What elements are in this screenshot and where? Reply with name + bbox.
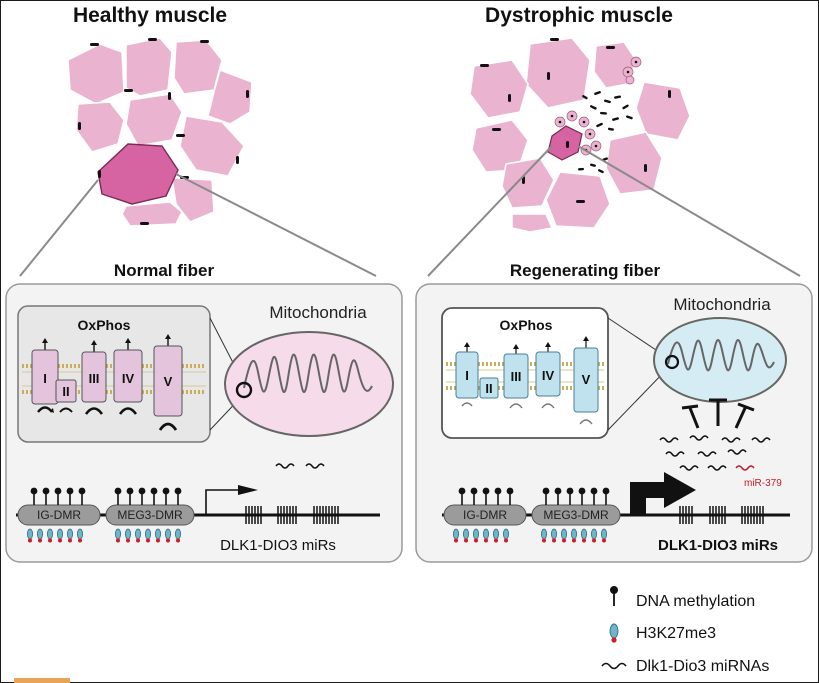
muscle-fiber — [125, 93, 183, 147]
ig-dmr-region — [443, 504, 527, 526]
svg-text:V: V — [164, 374, 173, 389]
healthy-nuclei — [78, 38, 249, 225]
mirna-cluster-bars — [245, 506, 339, 524]
muscle-fiber — [207, 69, 253, 125]
gene-cluster-label: DLK1-DIO3 miRs — [220, 537, 336, 554]
legend-item-h3k27me3: H3K27me3 — [609, 623, 716, 643]
muscle-fiber — [67, 43, 125, 105]
oxphos-label: OxPhos — [500, 317, 553, 333]
zoom-lines — [19, 145, 801, 277]
complex-ii: II — [55, 379, 77, 413]
muscle-fiber — [469, 59, 529, 119]
healthy-muscle-title: Healthy muscle — [73, 4, 227, 27]
legend-label: H3K27me3 — [636, 625, 716, 642]
highlighted-fiber — [547, 125, 583, 161]
oxphos-inset-left: OxPhos I II III IV — [17, 305, 245, 443]
svg-text:IG-DMR: IG-DMR — [463, 508, 507, 522]
mirna-transcripts-right — [659, 435, 771, 471]
inhibition-arrows — [681, 398, 755, 429]
regenerating-fiber-subtitle: Regenerating fiber — [510, 261, 661, 280]
svg-text:MEG3-DMR: MEG3-DMR — [117, 508, 183, 522]
complex-iv: IV — [113, 338, 143, 415]
svg-text:IG-DMR: IG-DMR — [37, 508, 81, 522]
muscle-fiber — [125, 37, 173, 97]
svg-text:II: II — [485, 381, 492, 396]
legend-item-dna-methylation: DNA methylation — [610, 586, 755, 610]
svg-text:IV: IV — [542, 368, 555, 383]
complex-iii: III — [503, 344, 529, 409]
muscle-fiber — [179, 115, 245, 177]
mitochondria-label: Mitochondria — [269, 303, 367, 322]
dystrophic-muscle-title: Dystrophic muscle — [485, 4, 673, 27]
complex-v: V — [573, 336, 599, 425]
svg-text:IV: IV — [122, 371, 135, 386]
muscle-fiber — [605, 131, 663, 195]
oxphos-label: OxPhos — [78, 317, 131, 333]
muscle-fiber — [121, 201, 183, 227]
ig-dmr-region — [17, 504, 101, 526]
complex-ii: II — [479, 377, 499, 399]
mitochondria-label: Mitochondria — [673, 295, 771, 314]
lollipop-icon — [610, 586, 618, 606]
svg-text:MEG3-DMR: MEG3-DMR — [543, 508, 609, 522]
complex-iv: IV — [535, 342, 561, 409]
dystrophic-muscle-section — [469, 37, 691, 233]
histone-mark-icon — [609, 623, 619, 643]
legend-item-mirnas: Dlk1-Dio3 miRNAs — [601, 658, 769, 675]
legend-label: DNA methylation — [636, 593, 755, 610]
svg-text:II: II — [62, 384, 69, 399]
wavy-mirna-icon — [601, 662, 627, 670]
legend: DNA methylation H3K27me3 Dlk1-Dio3 miRNA… — [601, 586, 769, 675]
bottom-accent-bar — [14, 678, 70, 683]
mir-379-label: miR-379 — [744, 478, 782, 489]
muscle-fiber — [173, 39, 223, 95]
complex-v: V — [153, 334, 183, 431]
muscle-fiber — [75, 101, 125, 153]
infiltrating-cells — [578, 91, 633, 174]
gene-cluster-label: DLK1-DIO3 miRs — [658, 537, 778, 554]
promoter-arrow-small — [205, 489, 244, 515]
promoter-arrow-large — [630, 472, 696, 515]
complex-i: I — [31, 338, 59, 413]
complex-iii: III — [81, 340, 107, 415]
mitochondria-left — [224, 331, 394, 437]
muscle-fiber — [525, 37, 591, 109]
svg-text:III: III — [511, 369, 522, 384]
muscle-fiber — [511, 213, 554, 233]
highlighted-fiber — [97, 143, 179, 205]
mitochondria-right — [653, 317, 787, 403]
oxphos-inset-right: OxPhos I II III IV — [441, 307, 669, 439]
svg-text:III: III — [89, 371, 100, 386]
svg-text:I: I — [465, 368, 469, 383]
meg3-dmr-region — [105, 504, 195, 526]
legend-label: Dlk1-Dio3 miRNAs — [636, 658, 769, 675]
mirna-cluster-bars — [679, 506, 764, 524]
muscle-fiber — [635, 81, 691, 141]
meg3-dmr-region — [531, 504, 621, 526]
healthy-muscle-section — [67, 37, 253, 227]
locus-left: IG-DMR MEG3-DMR — [16, 463, 380, 554]
regenerating-nuclei — [558, 60, 638, 152]
svg-text:V: V — [582, 372, 591, 387]
svg-text:I: I — [43, 371, 47, 386]
normal-fiber-subtitle: Normal fiber — [114, 261, 215, 280]
complex-i: I — [455, 342, 479, 407]
locus-right: IG-DMR MEG3-DMR DLK1-DIO3 miRs — [442, 472, 790, 554]
